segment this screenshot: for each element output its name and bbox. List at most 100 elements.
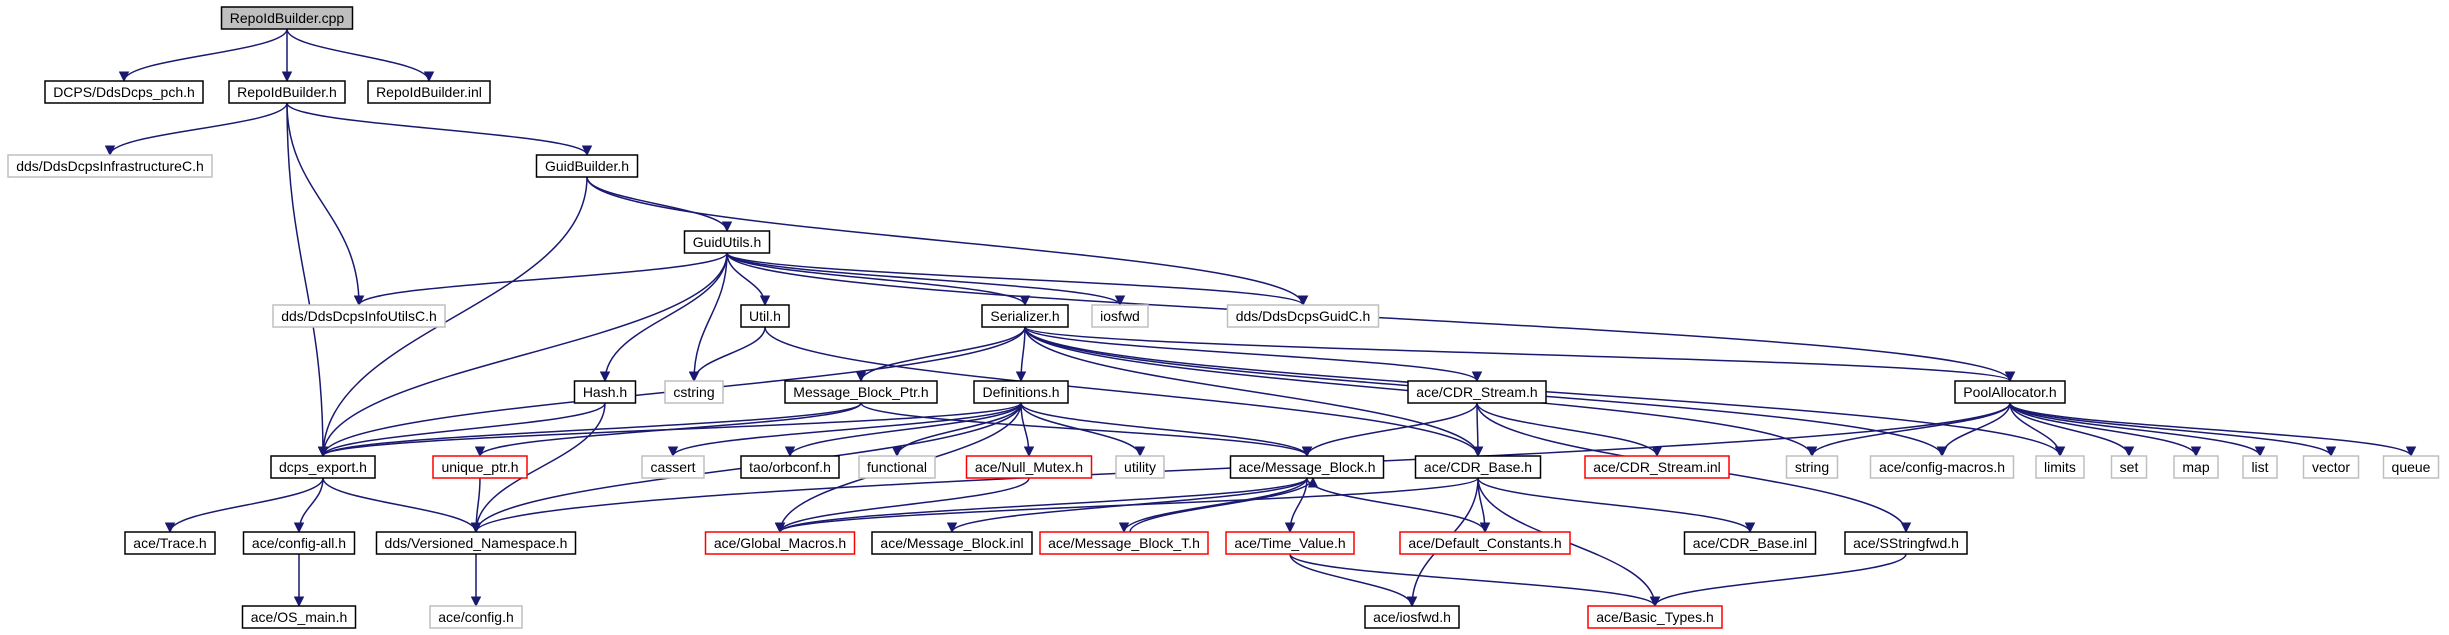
node-ace-message-block-inl[interactable]: ace/Message_Block.inl (871, 531, 1033, 555)
node-label: ace/iosfwd.h (1373, 609, 1451, 625)
edge-message_block_h-to-message_block_t (1118, 477, 1308, 534)
node-label: ace/CDR_Base.inl (1693, 535, 1807, 551)
node-box (1399, 531, 1571, 555)
node-repoidbuilder-h[interactable]: RepoIdBuilder.h (228, 80, 346, 104)
node-box (704, 531, 856, 555)
node-box (1229, 455, 1385, 479)
node-label: functional (867, 459, 927, 475)
node-ace-cdr-stream-inl[interactable]: ace/CDR_Stream.inl (1584, 455, 1730, 479)
edge-repoidbuilder_h-to-dds_infoutils (286, 102, 365, 307)
node-ace-cdr-stream-h[interactable]: ace/CDR_Stream.h (1407, 380, 1547, 404)
node-ace-iosfwd-h[interactable]: ace/iosfwd.h (1364, 605, 1460, 629)
edge-repoidbuilder_h-to-dcps_export (286, 102, 329, 458)
edge-util_h-to-cdr_base_h (764, 326, 1484, 458)
node-label: ace/Message_Block_T.h (1048, 535, 1200, 551)
node-box (241, 605, 357, 629)
node-dds-versioned-namespace-h[interactable]: dds/Versioned_Namespace.h (375, 531, 577, 555)
node-box (535, 154, 639, 178)
node-ace-sstringfwd-h[interactable]: ace/SStringfwd.h (1844, 531, 1968, 555)
node-label: limits (2044, 459, 2076, 475)
node-dds-ddsdcpsinfoutilsc-h: dds/DdsDcpsInfoUtilsC.h (272, 304, 446, 328)
node-definitions-h[interactable]: Definitions.h (973, 380, 1069, 404)
edge-cdr_base_h-to-global_macros (775, 477, 1479, 534)
node-ace-message-block-h[interactable]: ace/Message_Block.h (1229, 455, 1385, 479)
node-box (973, 380, 1069, 404)
node-ace-message-block-t-h[interactable]: ace/Message_Block_T.h (1039, 531, 1209, 555)
edge-time_value-to-basic_types (1289, 553, 1661, 608)
node-label: vector (2312, 459, 2350, 475)
node-ace-time-value-h[interactable]: ace/Time_Value.h (1225, 531, 1355, 555)
node-label: Message_Block_Ptr.h (793, 384, 928, 400)
edge-cdr_stream_h-to-cdr_base_h (1472, 402, 1484, 458)
edge-definitions_h-to-functional (891, 402, 1022, 458)
node-poolallocator-h[interactable]: PoolAllocator.h (1954, 380, 2066, 404)
node-ace-cdr-base-inl[interactable]: ace/CDR_Base.inl (1683, 531, 1817, 555)
node-repoidbuilder-inl[interactable]: RepoIdBuilder.inl (367, 80, 491, 104)
node-label: DCPS/DdsDcps_pch.h (53, 84, 195, 100)
node-box (1364, 605, 1460, 629)
node-box (664, 380, 724, 404)
node-guidbuilder-h[interactable]: GuidBuilder.h (535, 154, 639, 178)
edge-message_block_h-to-global_macros (774, 477, 1308, 534)
node-ace-default-constants-h[interactable]: ace/Default_Constants.h (1399, 531, 1571, 555)
node-dds-ddsdcpsguidc-h: dds/DdsDcpsGuidC.h (1226, 304, 1380, 328)
node-ace-basic-types-h[interactable]: ace/Basic_Types.h (1587, 605, 1723, 629)
node-label: GuidBuilder.h (545, 158, 629, 174)
node-ace-null-mutex-h[interactable]: ace/Null_Mutex.h (965, 455, 1093, 479)
node-box (432, 455, 528, 479)
edge-definitions_h-to-cassert (667, 402, 1022, 458)
edge-poolallocator_h-to-string (1806, 402, 2011, 458)
node-box (2242, 455, 2278, 479)
edge-guidutils_h-to-cstring (688, 252, 728, 383)
node-label: ace/Message_Block.h (1239, 459, 1376, 475)
node-label: ace/config-macros.h (1879, 459, 2005, 475)
node-ace-global-macros-h[interactable]: ace/Global_Macros.h (704, 531, 856, 555)
node-ace-trace-h[interactable]: ace/Trace.h (124, 531, 216, 555)
node-tao-orbconf-h[interactable]: tao/orbconf.h (740, 455, 840, 479)
edge-poolallocator_h-to-vector (2009, 402, 2337, 458)
edge-message_block_ptr-to-dcps_export (317, 402, 862, 458)
node-label: iosfwd (1100, 308, 1140, 324)
edge-definitions_h-to-dcps_export (318, 402, 1022, 458)
node-label: Hash.h (583, 384, 627, 400)
node-repoidbuilder-cpp[interactable]: RepoIdBuilder.cpp (220, 6, 354, 30)
edge-serializer_h-to-poolallocator_h (1024, 326, 2015, 383)
node-box (2110, 455, 2148, 479)
node-vector: vector (2302, 455, 2360, 479)
edge-hash_h-to-dcps_export (317, 402, 606, 458)
node-box (272, 304, 446, 328)
node-box (981, 304, 1069, 328)
edge-guidbuilder_h-to-dds_guid (586, 176, 1309, 307)
edge-guidutils_h-to-serializer_h (726, 252, 1031, 307)
node-map: map (2173, 455, 2219, 479)
node-box (1683, 531, 1817, 555)
edge-cdr_base_h-to-cdr_base_inl (1477, 477, 1756, 534)
edge-serializer_h-to-message_block_ptr (855, 326, 1026, 383)
node-label: cstring (673, 384, 714, 400)
node-label: ace/Global_Macros.h (714, 535, 846, 551)
node-message-block-ptr-h[interactable]: Message_Block_Ptr.h (784, 380, 938, 404)
node-box (429, 605, 523, 629)
edge-guidutils_h-to-dcps_export (317, 252, 728, 458)
node-hash-h[interactable]: Hash.h (573, 380, 637, 404)
node-unique-ptr-h[interactable]: unique_ptr.h (432, 455, 528, 479)
node-guidutils-h[interactable]: GuidUtils.h (683, 230, 771, 254)
node-box (1587, 605, 1723, 629)
node-ace-cdr-base-h[interactable]: ace/CDR_Base.h (1414, 455, 1542, 479)
node-ace-os-main-h[interactable]: ace/OS_main.h (241, 605, 357, 629)
node-label: ace/CDR_Base.h (1424, 459, 1532, 475)
node-box (1091, 304, 1149, 328)
node-box (270, 455, 376, 479)
node-serializer-h[interactable]: Serializer.h (981, 304, 1069, 328)
node-util-h[interactable]: Util.h (740, 304, 790, 328)
edge-time_value-to-ace_iosfwd (1289, 553, 1418, 608)
node-label: PoolAllocator.h (1963, 384, 2056, 400)
node-label: tao/orbconf.h (749, 459, 831, 475)
node-dcps-export-h[interactable]: dcps_export.h (270, 455, 376, 479)
node-label: ace/config-all.h (252, 535, 346, 551)
edge-cdr_stream_h-to-cdr_stream_inl (1476, 402, 1663, 458)
node-ace-config-all-h[interactable]: ace/config-all.h (242, 531, 356, 555)
node-box (1584, 455, 1730, 479)
node-label: ace/config.h (438, 609, 514, 625)
node-dcps-ddsdcps-pch-h[interactable]: DCPS/DdsDcps_pch.h (44, 80, 204, 104)
